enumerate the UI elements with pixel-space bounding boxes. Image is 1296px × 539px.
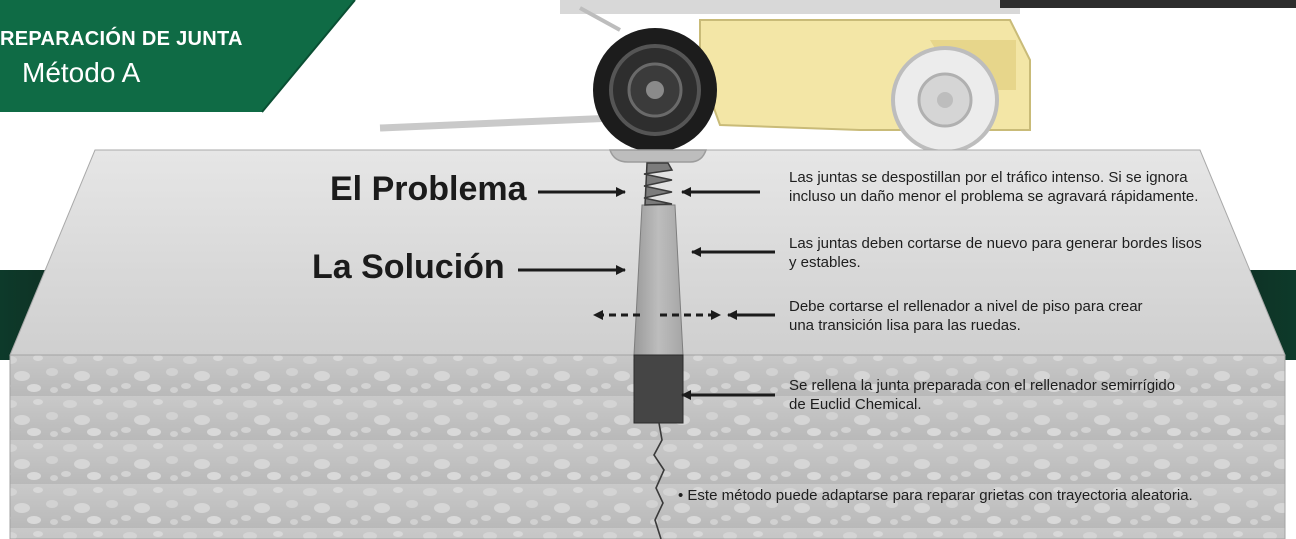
problem-label: El Problema <box>330 170 527 208</box>
title-badge: REPARACIÓN DE JUNTA Método A <box>0 0 360 112</box>
spalled-joint-edge <box>643 162 674 206</box>
annotation-arrows <box>518 187 775 400</box>
filler-cut-note: Debe cortarse el rellenador a nivel de p… <box>789 298 1143 334</box>
refill-note: Se rellena la junta preparada con el rel… <box>789 377 1176 413</box>
joint-saw-cut <box>633 204 684 356</box>
diagram-title: REPARACIÓN DE JUNTA <box>0 28 243 50</box>
title-badge-shape <box>0 0 355 112</box>
forklift-illustration <box>379 0 1296 154</box>
diagram-subtitle: Método A <box>22 57 141 88</box>
semirigid-filler <box>633 354 684 424</box>
solution-label: La Solución <box>312 248 505 286</box>
recut-note: Las juntas deben cortarse de nuevo para … <box>789 235 1202 271</box>
problem-note: Las juntas se despostillan por el tráfic… <box>789 169 1199 205</box>
random-crack <box>653 422 665 539</box>
adapt-note: • Este método puede adaptarse para repar… <box>678 487 1193 504</box>
joint-spall <box>608 149 708 163</box>
